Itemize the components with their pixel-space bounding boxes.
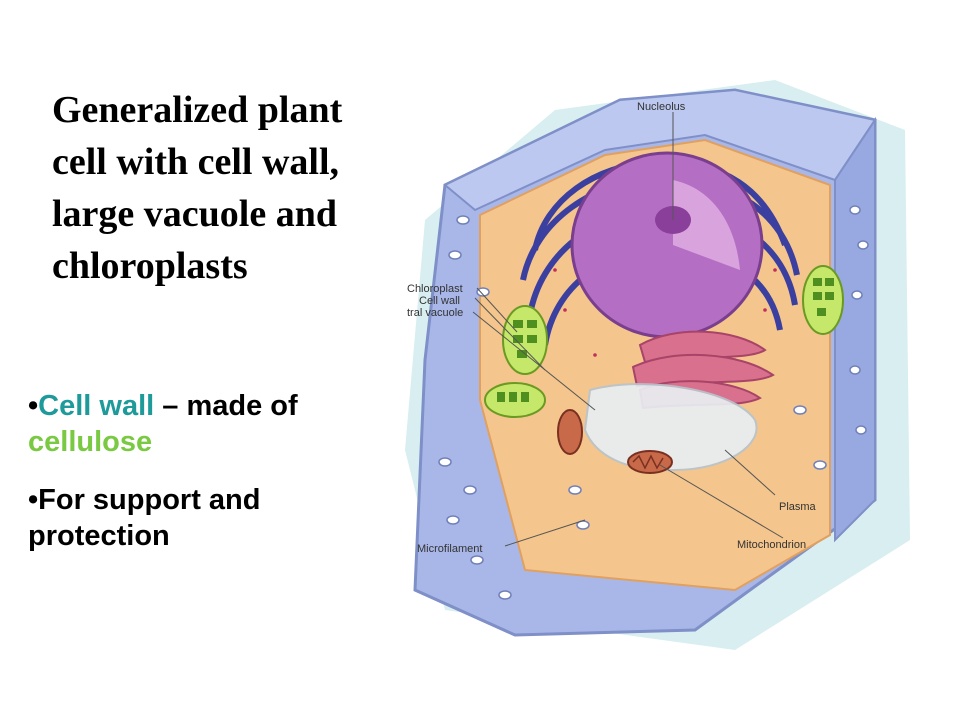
chloroplast-1	[502, 305, 548, 375]
plant-cell-diagram: Nucleolus Chloroplast Cell wall tral vac…	[405, 80, 910, 650]
chloroplast-3	[802, 265, 844, 335]
bullet-marker: •	[28, 484, 39, 516]
bullet-marker: •	[28, 390, 39, 422]
label-plasma: Plasma	[779, 501, 817, 513]
label-central-vacuole: tral vacuole	[407, 307, 463, 319]
central-vacuole	[583, 383, 758, 472]
label-nucleolus: Nucleolus	[637, 101, 686, 113]
mitochondrion-2	[557, 409, 583, 455]
label-chloroplast: Chloroplast	[407, 283, 463, 295]
label-cell-wall: Cell wall	[419, 295, 460, 307]
cell-wall-pits	[438, 205, 869, 600]
label-microfilament: Microfilament	[417, 543, 482, 555]
nucleus-cutaway	[673, 180, 740, 270]
term-cell-wall: Cell wall	[38, 390, 155, 422]
bullet-cell-wall: •Cell wall – made of cellulose	[28, 388, 408, 460]
slide-title: Generalized plant cell with cell wall, l…	[52, 89, 343, 287]
bullet-list: •Cell wall – made of cellulose •For supp…	[28, 388, 408, 576]
mitochondrion	[627, 450, 673, 474]
leader-lines	[472, 112, 784, 547]
term-cellulose: cellulose	[28, 426, 153, 458]
bullet-support: •For support and protection	[28, 482, 408, 554]
bullet-text: For support and protection	[28, 484, 261, 552]
cell-wall-right-face	[834, 116, 876, 543]
label-mitochondrion: Mitochondrion	[737, 539, 806, 551]
chloroplast-2	[484, 382, 546, 418]
bullet-text: – made of	[154, 390, 298, 422]
